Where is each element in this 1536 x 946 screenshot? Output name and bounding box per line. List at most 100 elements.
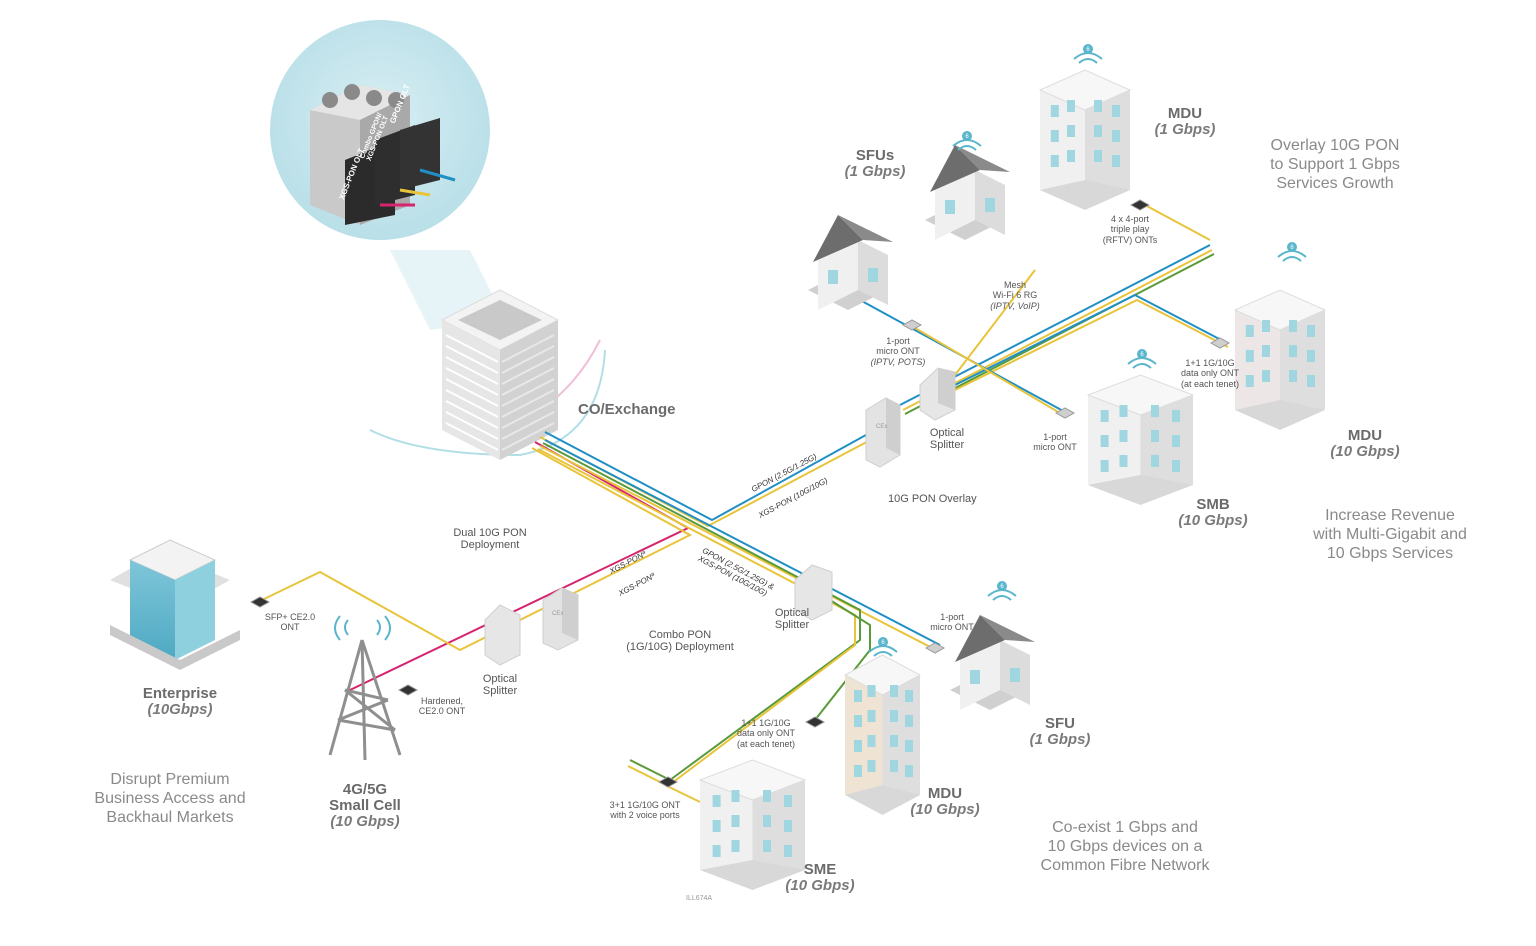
micro-ont-sfu-label: 1-port micro ONT xyxy=(922,612,982,633)
mesh-rg-label: Mesh Wi-Fi 6 RG (IPTV, VoIP) xyxy=(980,280,1050,311)
sme-building-window xyxy=(731,815,740,827)
enterprise-building xyxy=(110,539,240,670)
co-stripe-right xyxy=(501,422,555,451)
co-stripe-left xyxy=(445,378,499,407)
ont-4x4-line-2: triple play xyxy=(1110,224,1150,235)
smb-building-window xyxy=(1151,405,1159,417)
sfus-label: SFUs (1 Gbps) xyxy=(840,148,910,180)
ont-device xyxy=(804,716,826,728)
mdu-bottom-label: MDU (10 Gbps) xyxy=(900,786,990,818)
sfu-bottom-title: SFU xyxy=(1045,715,1075,732)
mdu-right-building-window xyxy=(1289,370,1297,382)
co-stripe-left xyxy=(445,356,499,385)
disrupt-message-line-3: Backhaul Markets xyxy=(106,809,234,827)
splitter-mid-label: Optical Splitter xyxy=(757,607,827,631)
ont-mdu-bottom-label: 1+1 1G/10G data only ONT (at each tenet) xyxy=(726,718,806,749)
mdu-bottom-building-window xyxy=(854,740,862,752)
smb-building xyxy=(1086,374,1195,505)
mdu-bottom-building-window xyxy=(890,710,898,722)
mdu-top-drop xyxy=(1144,204,1211,241)
mdu-top-speed: (1 Gbps) xyxy=(1154,120,1216,138)
wifi-icon: 6 xyxy=(1127,349,1157,369)
disrupt-message: Disrupt Premium Business Access and Back… xyxy=(70,770,270,828)
sfp-ont-line-1: SFP+ CE2.0 xyxy=(264,612,316,622)
overlay-message: Overlay 10G PON to Support 1 Gbps Servic… xyxy=(1255,136,1415,194)
sme-label: SME (10 Gbps) xyxy=(775,862,865,894)
co-stripe-left xyxy=(445,411,499,440)
mesh-line-1: Mesh xyxy=(1003,280,1026,290)
micro-ont-top-label: 1-port micro ONT (IPTV, POTS) xyxy=(858,336,938,367)
co-stripe-left xyxy=(445,422,499,451)
smb-building-window xyxy=(1172,460,1180,472)
ont-mdu-right-line-1: 1+1 1G/10G xyxy=(1185,358,1235,368)
co-stripe-left xyxy=(445,334,499,363)
ont-device xyxy=(924,642,946,654)
sfus-speed: (1 Gbps) xyxy=(844,162,906,180)
smb-building-window xyxy=(1100,435,1109,447)
mdu-top-building-window xyxy=(1067,100,1075,112)
ont-device xyxy=(1054,407,1076,419)
splitter-mid xyxy=(794,564,833,621)
wifi-icon: 6 xyxy=(952,131,982,151)
mdu-right-building-window xyxy=(1307,325,1315,337)
micro-ont-smb-line-2: micro ONT xyxy=(1033,442,1077,453)
wifi-icon: 6 xyxy=(1277,242,1307,262)
mdu-bottom-building-window xyxy=(867,760,876,772)
micro-ont-smb-line-1: 1-port xyxy=(1043,432,1067,442)
mdu-bottom-building-window xyxy=(905,765,913,777)
mdu-right-title: MDU xyxy=(1347,427,1383,444)
combo-fiber-green xyxy=(542,442,861,782)
disrupt-message-line-2: Business Access and xyxy=(94,790,246,808)
smb-label: SMB (10 Gbps) xyxy=(1168,497,1258,529)
splitter-mid-line-2: Splitter xyxy=(774,618,810,631)
wifi-icon: 6 xyxy=(1073,44,1103,64)
mdu-right-building-window xyxy=(1289,320,1297,332)
ont-sme-label: 3+1 1G/10G ONT with 2 voice ports xyxy=(600,800,690,821)
wifi-badge-label: 6 xyxy=(1290,245,1294,251)
sme-building-window xyxy=(712,795,721,807)
sme-building-window xyxy=(784,795,792,807)
sme-speed: (10 Gbps) xyxy=(785,876,855,894)
ont-device xyxy=(1129,199,1151,211)
smb-speed: (10 Gbps) xyxy=(1178,511,1248,529)
mdu-bottom-building xyxy=(843,654,922,815)
wifi-badge xyxy=(1287,242,1297,252)
smb-building-window xyxy=(1119,455,1128,467)
mdu-top-building-window xyxy=(1112,105,1120,117)
revenue-message: Increase Revenue with Multi-Gigabit and … xyxy=(1290,506,1490,564)
sfus-title: SFUs xyxy=(855,147,895,164)
mdu-bottom-building-window xyxy=(854,715,862,727)
mdu-bottom-building-window xyxy=(890,735,898,747)
micro-ont-top-line-1: 1-port xyxy=(886,336,910,346)
wifi-arc-inner xyxy=(992,595,1012,601)
co-stripe-right xyxy=(501,356,555,385)
wifi-arc-inner xyxy=(1132,363,1152,369)
overlay-message-line-3: Services Growth xyxy=(1276,175,1394,193)
revenue-message-line-3: 10 Gbps Services xyxy=(1326,545,1454,563)
mdu-bottom-building-window xyxy=(890,685,898,697)
ont-mdu-right-line-2: data only ONT xyxy=(1180,368,1240,379)
smb-building-window xyxy=(1119,405,1128,417)
co-stripe-right xyxy=(501,411,555,440)
ont-device xyxy=(397,684,419,696)
mdu-right-building-window xyxy=(1307,375,1315,387)
micro-ont-sfu-line-2: micro ONT xyxy=(930,622,974,633)
smb-building-window xyxy=(1100,460,1109,472)
house-sfu-center-roof-left xyxy=(930,145,980,192)
enterprise-speed: (10Gbps) xyxy=(147,700,213,718)
wifi-badge xyxy=(878,637,888,647)
house-sfu-center xyxy=(925,145,1010,240)
ont-device xyxy=(657,776,679,788)
micro-ont-top-line-3: (IPTV, POTS) xyxy=(870,356,926,367)
smb-building-window xyxy=(1119,430,1128,442)
co-stripe-right xyxy=(501,367,555,396)
mdu-top-building-window xyxy=(1050,130,1059,142)
coexist-message: Co-exist 1 Gbps and 10 Gbps devices on a… xyxy=(1020,818,1230,876)
ont-mdu-bottom-line-2: data only ONT xyxy=(736,728,796,739)
smb-drop xyxy=(909,324,1066,417)
overlay-message-line-2: to Support 1 Gbps xyxy=(1270,156,1400,174)
enterprise-label: Enterprise (10Gbps) xyxy=(130,686,230,718)
combo-pon-label: Combo PON (1G/10G) Deployment xyxy=(610,629,750,653)
mdu-bottom-building-window xyxy=(905,690,913,702)
mesh-line-2: Wi-Fi 6 RG xyxy=(992,290,1038,301)
